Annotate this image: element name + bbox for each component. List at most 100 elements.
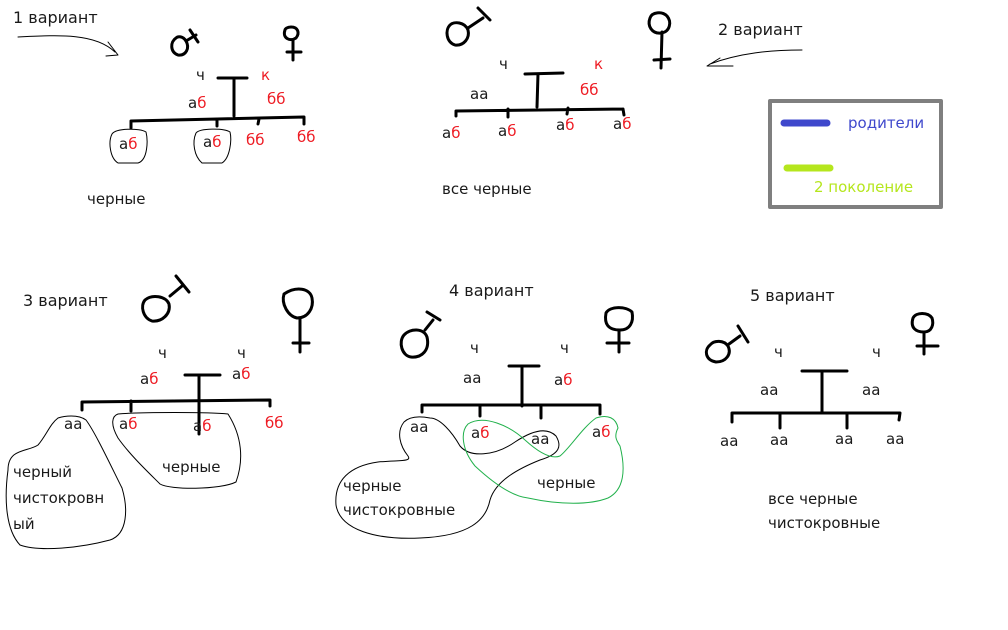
female-symbol-icon xyxy=(647,11,672,70)
female-phenotype: ч xyxy=(872,343,881,361)
allele: б xyxy=(451,124,461,142)
allele: б xyxy=(480,424,490,442)
allele: а xyxy=(119,415,129,433)
offspring-genotype: аб xyxy=(203,135,221,150)
male-genotype: аа xyxy=(463,371,481,386)
allele: а xyxy=(886,430,896,448)
group-outline-green xyxy=(462,415,624,504)
allele: б xyxy=(197,94,207,112)
allele: б xyxy=(241,365,251,383)
offspring-genotype: аа xyxy=(410,420,428,435)
allele: б xyxy=(565,116,575,134)
group-label-line: чистокровные xyxy=(768,514,881,532)
allele: б xyxy=(276,90,286,108)
female-phenotype: ч xyxy=(560,339,569,357)
allele: а xyxy=(472,369,482,387)
allele: а xyxy=(835,430,845,448)
allele: а xyxy=(232,365,242,383)
male-phenotype: ч xyxy=(470,339,479,357)
allele: а xyxy=(442,124,452,142)
male-genotype: аб xyxy=(140,372,158,387)
allele: б xyxy=(202,417,212,435)
female-phenotype: ч xyxy=(237,344,246,362)
allele: а xyxy=(554,371,564,389)
offspring-genotype: бб xyxy=(297,130,316,145)
allele: а xyxy=(769,381,779,399)
allele: а xyxy=(64,415,74,433)
group-outline xyxy=(335,416,560,539)
allele: б xyxy=(212,133,222,151)
female-symbol-icon xyxy=(282,25,303,62)
variant-title: 2 вариант xyxy=(718,20,803,39)
group-label: черные xyxy=(162,458,221,476)
allele: а xyxy=(862,381,872,399)
allele: б xyxy=(274,414,284,432)
offspring-genotype: аб xyxy=(193,419,211,434)
female-genotype: аб xyxy=(232,367,250,382)
group-label: все черные xyxy=(442,180,532,198)
group-outline xyxy=(109,128,232,164)
female-phenotype: к xyxy=(261,66,271,84)
offspring-genotype: бб xyxy=(265,416,284,431)
male-genotype: аа xyxy=(470,87,488,102)
offspring-genotype: аа xyxy=(770,433,788,448)
allele: б xyxy=(128,135,138,153)
allele: а xyxy=(720,432,730,450)
variant-title: 3 вариант xyxy=(23,291,108,310)
offspring-genotype: аб xyxy=(592,425,610,440)
allele: б xyxy=(580,81,590,99)
offspring-genotype: аа xyxy=(835,432,853,447)
group-label: черный чистокровн ый xyxy=(13,459,104,537)
male-phenotype: ч xyxy=(499,55,508,73)
group-label: черные xyxy=(537,474,596,492)
offspring-genotype: аа xyxy=(886,432,904,447)
female-genotype: бб xyxy=(580,83,599,98)
female-symbol-icon xyxy=(604,306,634,354)
group-outline xyxy=(5,412,242,550)
arrow-icon xyxy=(17,35,119,57)
allele: а xyxy=(419,418,429,436)
variant-title: 1 вариант xyxy=(13,8,98,27)
allele: а xyxy=(871,381,881,399)
allele: б xyxy=(265,414,275,432)
pedigree-lines xyxy=(80,373,272,436)
allele: а xyxy=(844,430,854,448)
offspring-genotype: аб xyxy=(119,417,137,432)
allele: б xyxy=(246,131,256,149)
variant-title: 5 вариант xyxy=(750,286,835,305)
offspring-genotype: аб xyxy=(442,126,460,141)
offspring-genotype: аб xyxy=(498,124,516,139)
pedigree-lines xyxy=(454,71,626,119)
male-genotype: аб xyxy=(188,96,206,111)
female-genotype: аа xyxy=(862,383,880,398)
male-genotype: аа xyxy=(760,383,778,398)
allele: а xyxy=(760,381,770,399)
male-symbol-icon xyxy=(704,324,750,364)
female-symbol-icon xyxy=(910,312,940,356)
allele: а xyxy=(188,94,198,112)
male-symbol-icon xyxy=(399,310,442,359)
variant-title: 4 вариант xyxy=(449,281,534,300)
male-phenotype: ч xyxy=(196,66,205,84)
legend-label-generation2: 2 поколение xyxy=(814,178,914,196)
legend-label-parents: родители xyxy=(848,114,925,132)
group-label-line: черный xyxy=(13,463,73,481)
offspring-genotype: аб xyxy=(471,426,489,441)
allele: а xyxy=(779,431,789,449)
allele: а xyxy=(592,423,602,441)
pedigree-lines xyxy=(420,364,602,420)
arrow-icon xyxy=(706,49,803,67)
offspring-genotype: аб xyxy=(119,137,137,152)
female-symbol-icon xyxy=(281,287,314,354)
allele: а xyxy=(556,116,566,134)
allele: а xyxy=(498,122,508,140)
allele: б xyxy=(306,128,316,146)
allele: а xyxy=(770,431,780,449)
group-label-line: чистокровные xyxy=(343,501,456,519)
male-symbol-icon xyxy=(445,6,492,47)
allele: б xyxy=(297,128,307,146)
offspring-genotype: аб xyxy=(556,118,574,133)
pedigree-lines xyxy=(129,76,306,130)
allele: а xyxy=(613,115,623,133)
